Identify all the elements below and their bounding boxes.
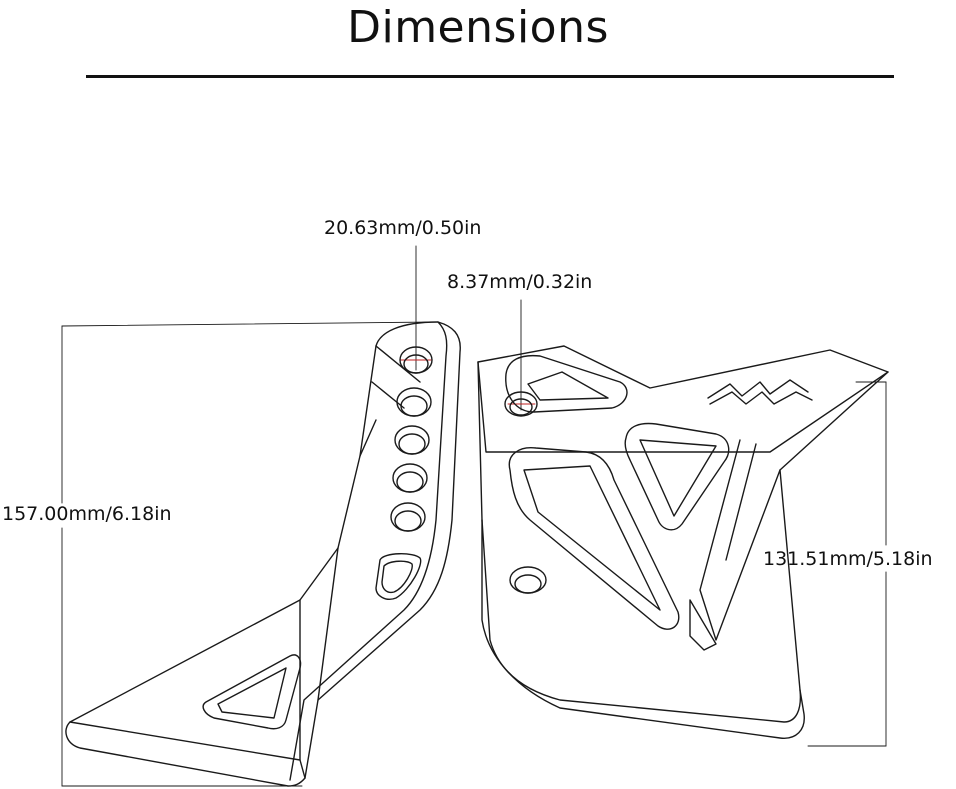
hole-large-dimension-label: 20.63mm/0.50in	[324, 217, 482, 239]
logo-engraving	[707, 379, 813, 405]
left-bracket	[65, 321, 461, 787]
right-bracket	[477, 345, 889, 739]
left-bracket-holes	[390, 346, 433, 532]
page-title: Dimensions	[347, 2, 609, 53]
hole-small-dimension-label: 8.37mm/0.32in	[447, 271, 593, 293]
right-bracket-top-face	[477, 361, 889, 453]
right-bracket-outline	[477, 345, 889, 723]
left-bracket-bevel	[359, 345, 421, 457]
right-height-dimension-label: 131.51mm/5.18in	[763, 548, 933, 570]
left-bracket-triangle-cutout	[202, 654, 302, 730]
left-height-dimension-label: 157.00mm/6.18in	[2, 503, 172, 525]
left-bracket-bottom-edge	[69, 721, 306, 779]
right-bracket-large-cutout	[508, 447, 680, 630]
right-bracket-rib	[699, 439, 781, 641]
right-bracket-small-hole	[504, 391, 538, 417]
right-bracket-right-cutout	[624, 422, 730, 531]
right-bracket-thickness	[481, 519, 805, 739]
right-bracket-tail-notch	[689, 599, 717, 651]
right-bracket-upper-slot	[505, 354, 628, 413]
left-bracket-slot	[375, 553, 422, 600]
right-bracket-lower-hole	[509, 566, 547, 594]
left-bracket-inner-edge	[289, 321, 448, 781]
title-divider	[86, 75, 894, 78]
left-height-top-extension	[61, 321, 439, 327]
left-bracket-fold	[299, 547, 339, 761]
